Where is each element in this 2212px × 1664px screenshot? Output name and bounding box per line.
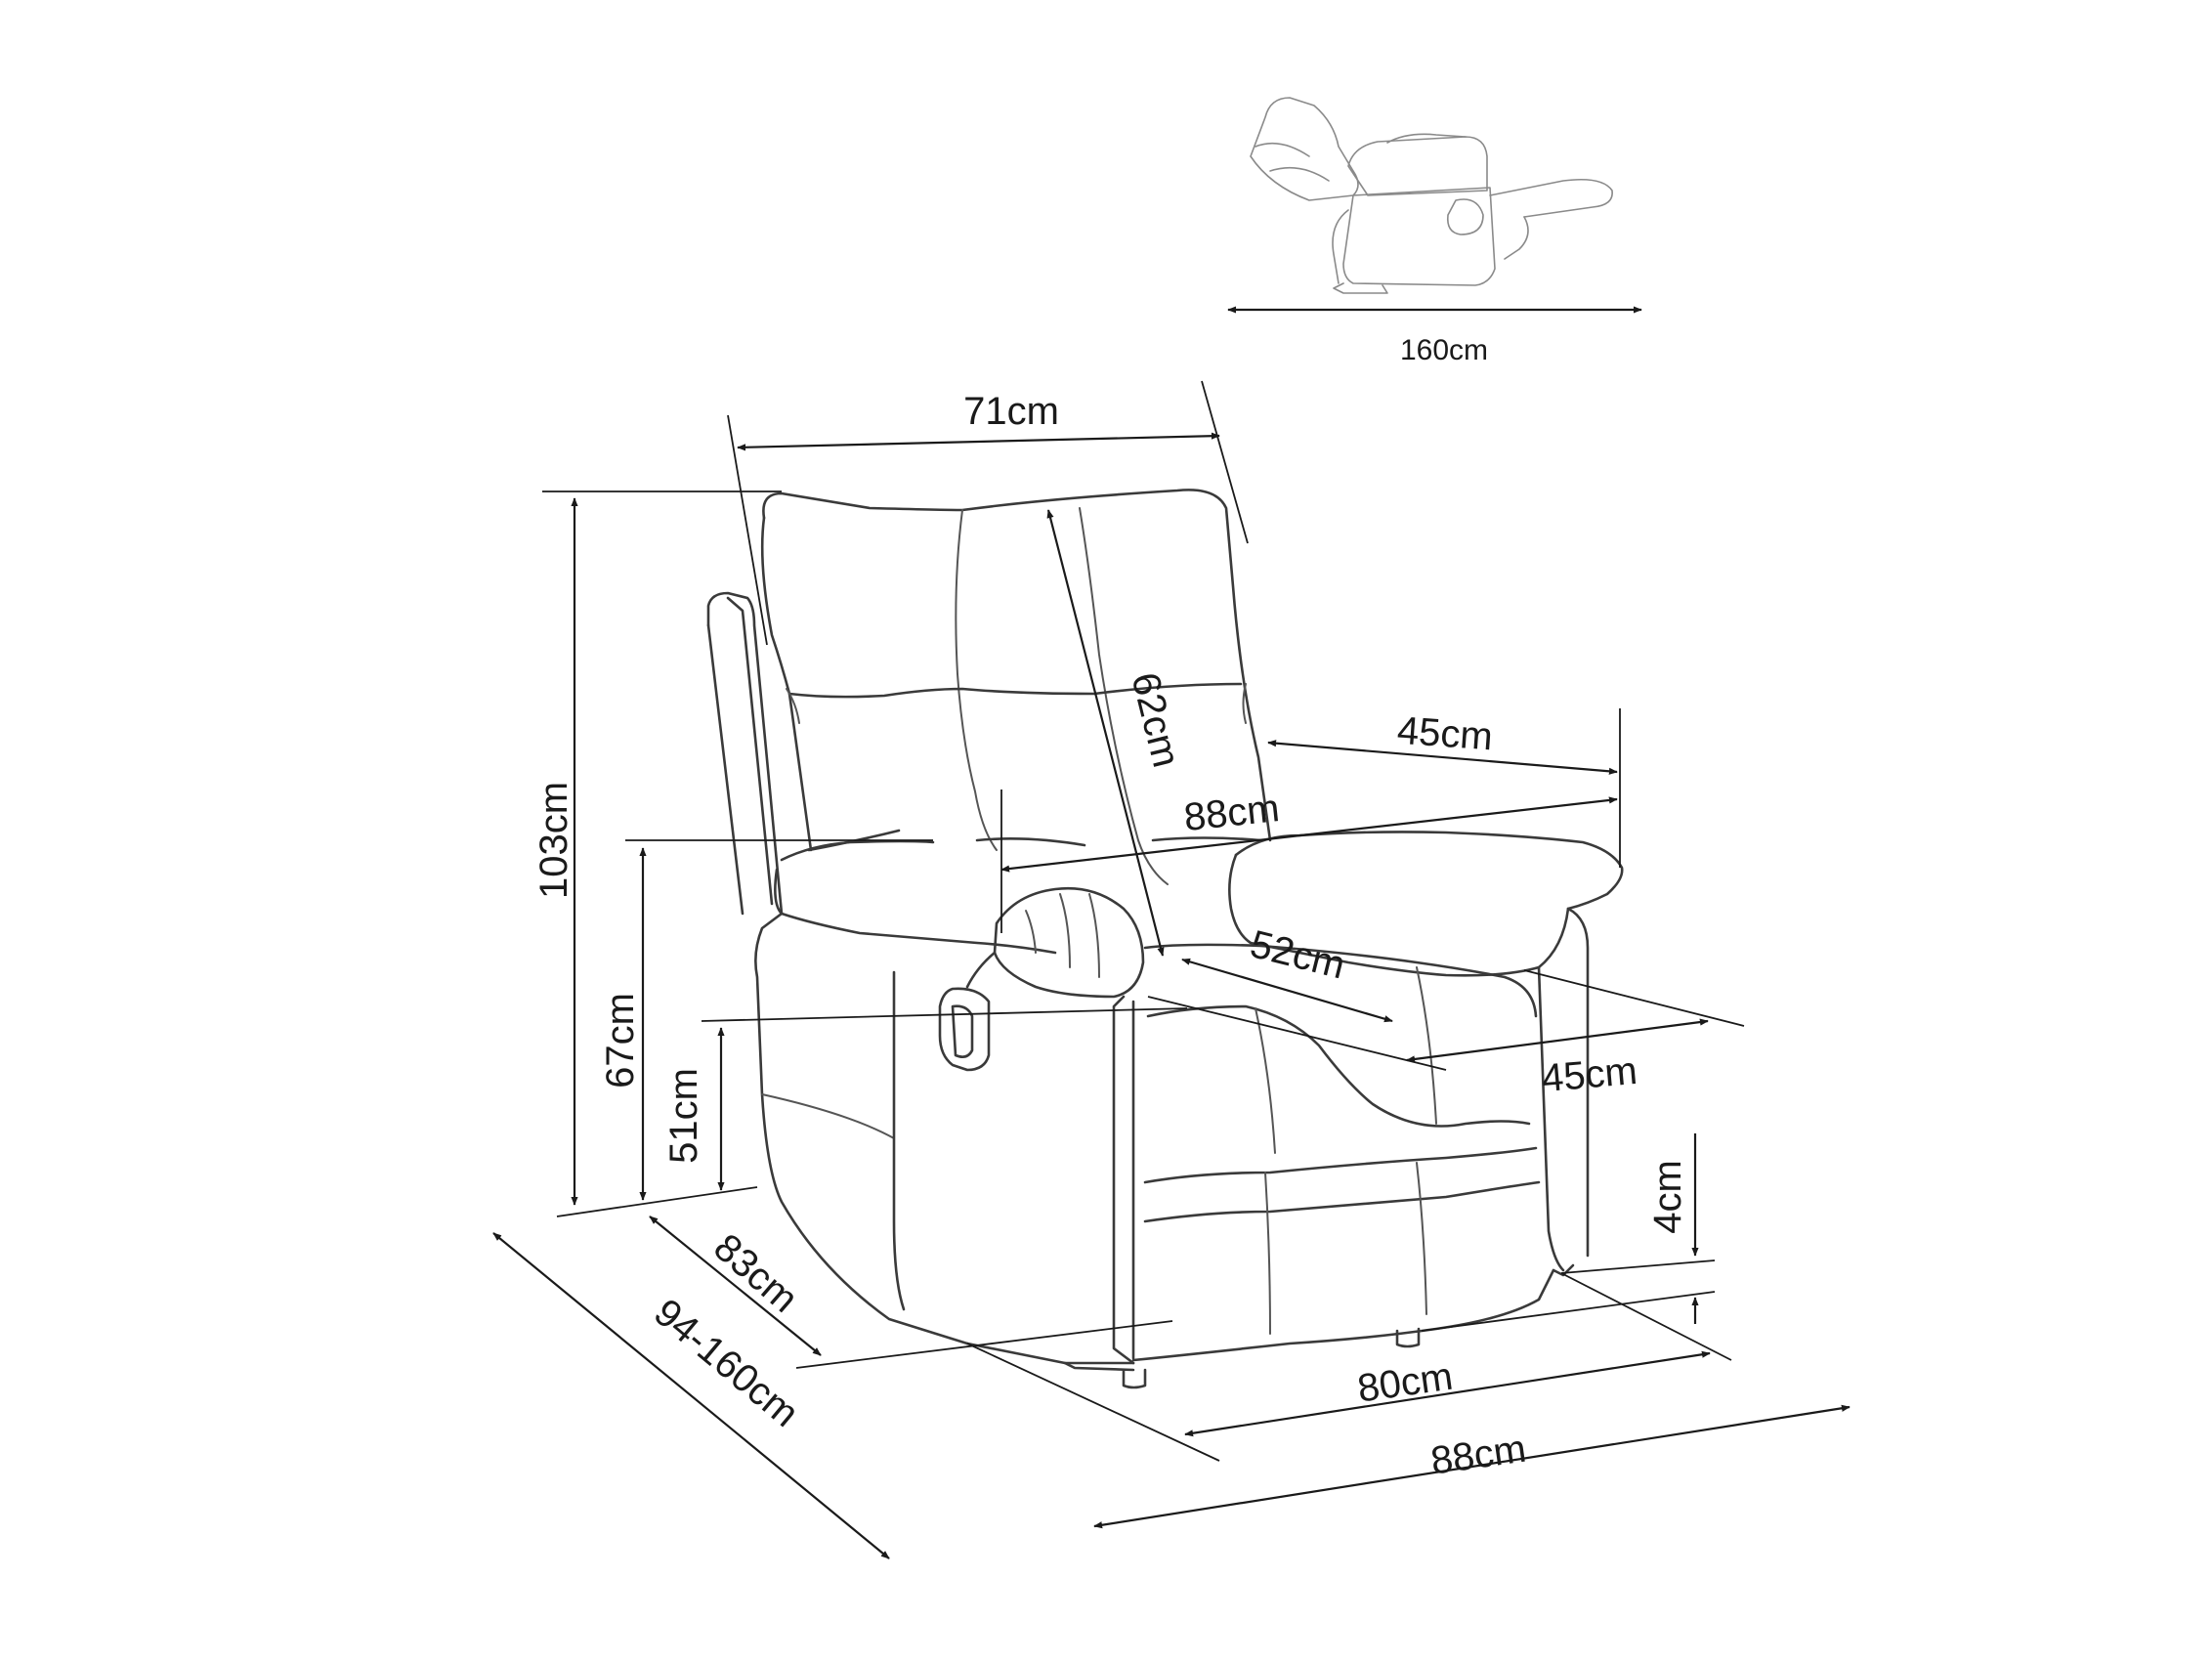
seat-height-label: 51cm [662, 1068, 705, 1164]
reclined-length-dimension: 160cm [1227, 306, 1642, 366]
base-width-dimension: 80cm [1184, 1272, 1732, 1437]
outer-width-top-dimension: 88cm [1000, 787, 1618, 933]
seat-depth-diagonal-label: 52cm [1246, 922, 1349, 987]
back-width-dimension: 71cm [727, 380, 1249, 646]
outer-width-top-label: 88cm [1182, 787, 1282, 839]
seat-depth-dimension: 45cm [1147, 969, 1745, 1100]
seat-depth-label: 45cm [1540, 1049, 1638, 1100]
recliner-drawing [706, 489, 1624, 1389]
backrest-height-label: 62cm [1123, 668, 1187, 772]
armrest-length-label: 45cm [1396, 709, 1495, 759]
armrest-length-dimension: 45cm [1267, 708, 1621, 868]
armrest-height-dimension: 67cm [599, 839, 933, 1201]
total-height-dimension: 103cm [532, 491, 782, 1217]
leg-height-dimension: 4cm [1421, 1133, 1716, 1332]
depth-reclined-dimension: 94-160cm [492, 1232, 1220, 1559]
leg-height-label: 4cm [1646, 1160, 1689, 1234]
outer-width-bottom-label: 88cm [1428, 1428, 1529, 1483]
back-width-label: 71cm [963, 390, 1059, 433]
seat-height-dimension: 51cm [662, 1007, 1188, 1191]
reclined-length-label: 160cm [1400, 334, 1488, 366]
reclined-recliner-thumbnail [1250, 97, 1613, 294]
outer-width-bottom-dimension: 88cm [1093, 1404, 1850, 1529]
base-width-label: 80cm [1355, 1355, 1456, 1411]
armrest-height-label: 67cm [599, 993, 642, 1088]
total-height-label: 103cm [532, 782, 575, 899]
